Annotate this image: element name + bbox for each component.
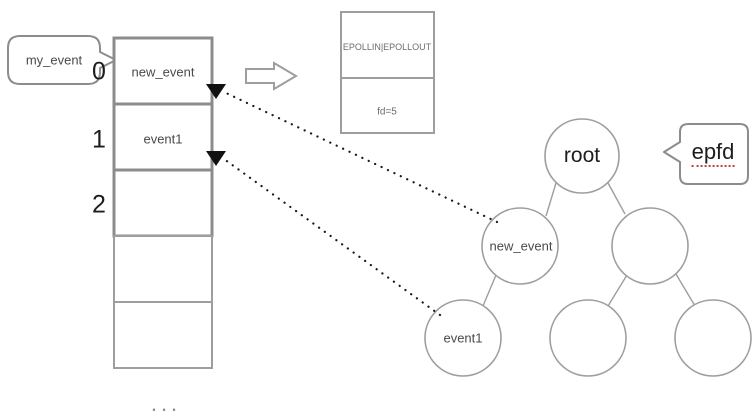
struct-fd-label: fd=5 — [377, 106, 397, 118]
array-index-1: 1 — [92, 125, 106, 154]
array-index-2: 2 — [92, 190, 106, 219]
callout-my-event[interactable] — [7, 35, 117, 85]
expand-arrow-icon — [245, 61, 298, 91]
tree-node-right-mid — [611, 207, 689, 285]
tree-node-leaf-right — [674, 299, 752, 377]
tree-node-new-event — [481, 207, 559, 285]
tree-node-root — [544, 118, 620, 194]
events-array-outline[interactable] — [112, 36, 214, 369]
struct-events-label: EPOLLIN|EPOLLOUT — [342, 42, 432, 52]
array-index-0: 0 — [92, 57, 106, 86]
tree-node-event1-label: event1 — [443, 330, 483, 346]
tree-node-root-label: root — [563, 144, 601, 167]
tree-node-leaf-mid — [549, 299, 627, 377]
rbtree-nodes[interactable] — [424, 118, 752, 377]
callout-epfd-text: epfd — [691, 139, 735, 167]
callout-epfd[interactable] — [663, 123, 749, 185]
epoll-event-struct-outline[interactable] — [340, 11, 435, 134]
callout-my-event-label: my_event — [25, 52, 83, 68]
dotted-link-new-event — [206, 84, 499, 224]
array-ellipsis: ... — [150, 391, 182, 416]
tree-node-new-event-label: new_event — [489, 238, 553, 254]
array-cell-0-label: new_event — [131, 64, 195, 80]
rbtree-edges — [482, 182, 696, 307]
callout-epfd-label: epfd — [691, 139, 735, 167]
dotted-link-event1 — [206, 151, 442, 317]
tree-node-event1 — [424, 299, 502, 377]
array-cell-1-label: event1 — [143, 131, 183, 147]
